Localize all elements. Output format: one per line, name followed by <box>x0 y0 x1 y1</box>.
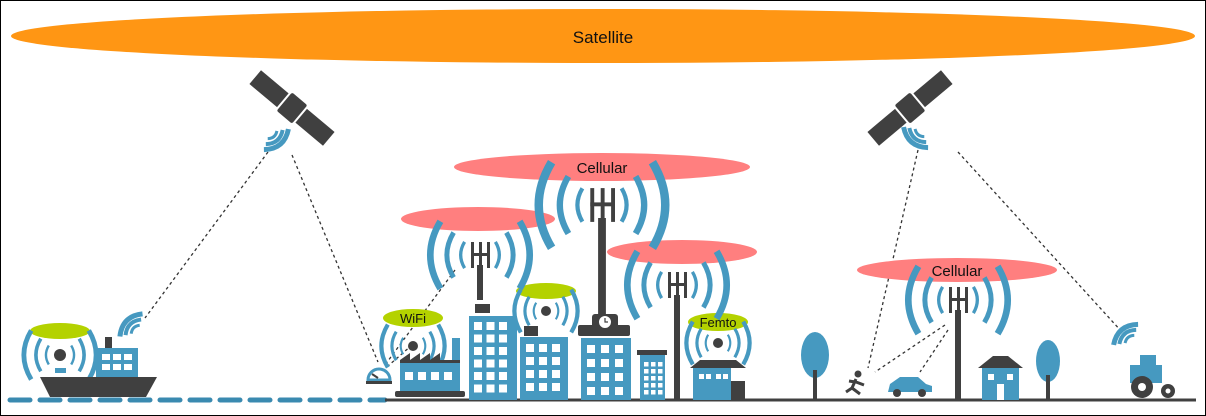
link-satellite-gateway <box>291 154 379 363</box>
link-cell-gateway <box>384 269 456 366</box>
tree-icon-right <box>1036 340 1060 400</box>
tree-icon-left <box>801 332 829 400</box>
cellular-zone-rural <box>857 258 1057 282</box>
link-satellite-tractor <box>957 151 1123 333</box>
ship-icon <box>40 337 157 397</box>
cellular-label-right: Cellular <box>932 263 983 280</box>
link-wifi-gateway <box>387 344 413 367</box>
femto-zone <box>688 313 748 331</box>
link-cell-runner <box>874 324 946 373</box>
wifi-label: WiFi <box>400 311 426 326</box>
cell-tower-icon-right <box>668 272 687 400</box>
signal-waves-satellite-left-downlink <box>263 128 291 153</box>
satellite-label: Satellite <box>573 28 633 47</box>
house-femto <box>690 338 746 400</box>
wifi-zone-office <box>516 283 576 299</box>
gateway-meter-icon <box>366 367 392 384</box>
link-satellite-runner <box>867 149 919 369</box>
signal-waves-cell-left <box>427 219 533 291</box>
tractor-icon <box>1130 355 1175 398</box>
factory-building <box>395 338 465 397</box>
signal-waves-femto <box>684 320 752 366</box>
cellular-zone-left <box>401 207 555 231</box>
house-icon-rural <box>978 356 1023 400</box>
link-cell-car <box>919 329 949 373</box>
clock-tower-building <box>578 314 631 400</box>
signal-waves-satellite-right-downlink <box>901 126 929 151</box>
satellite-icon-right <box>867 70 953 146</box>
cell-towers <box>471 188 968 400</box>
signal-waves-cell-right <box>624 249 730 321</box>
office-building-tall <box>469 304 517 400</box>
runner-icon <box>845 370 865 396</box>
cell-tower-icon-macro <box>590 188 615 318</box>
signal-waves-tractor-uplink <box>1111 321 1139 346</box>
office-building-mid <box>520 306 568 400</box>
link-satellite-ship <box>144 151 269 319</box>
cell-tower-icon-left <box>471 242 490 300</box>
cellular-zone-macro <box>454 153 750 181</box>
wireless-links <box>144 149 1123 373</box>
satellite-coverage-zone <box>11 9 1195 63</box>
wifi-zone-ship <box>30 323 90 339</box>
wifi-zone <box>383 309 443 327</box>
cellular-label-center: Cellular <box>577 160 628 177</box>
signal-waves-office-wifi <box>512 288 580 334</box>
signal-waves-ship-uplink <box>117 311 143 337</box>
cell-tower-icon-rural <box>949 287 968 400</box>
signal-waves-macro <box>534 160 670 250</box>
femto-label: Femto <box>700 315 737 330</box>
signal-waves-cell-rural <box>905 264 1011 336</box>
signal-waves <box>21 126 1139 381</box>
small-building <box>637 350 667 400</box>
satellite-icon-left <box>249 70 335 146</box>
car-icon <box>888 377 932 397</box>
